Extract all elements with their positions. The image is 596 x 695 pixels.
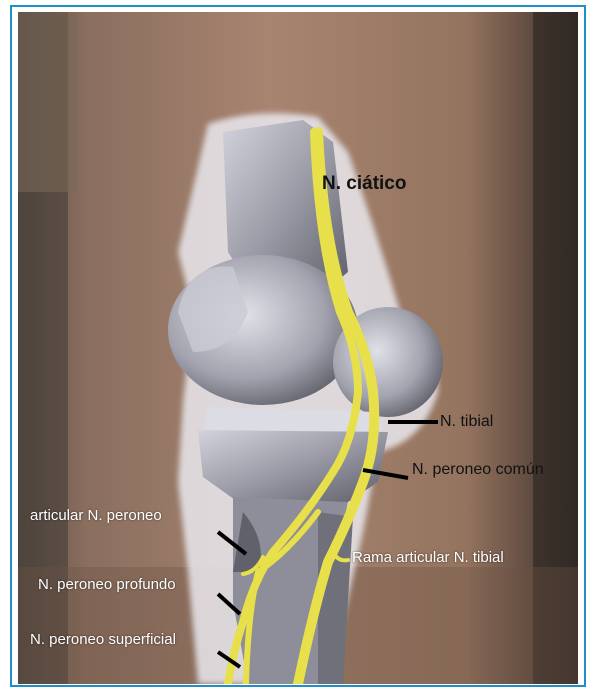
wall-top-left — [18, 12, 78, 192]
label-sciatic-nerve: N. ciático — [322, 174, 406, 193]
label-tibial-nerve: N. tibial — [440, 414, 493, 430]
label-articular-tibial-branch: Rama articular N. tibial — [352, 550, 504, 565]
label-superficial-peroneal: N. peroneo superficial — [30, 632, 176, 647]
label-common-peroneal-nerve: N. peroneo común — [412, 462, 544, 478]
label-articular-peroneal: articular N. peroneo — [30, 508, 162, 523]
label-deep-peroneal: N. peroneo profundo — [38, 577, 176, 592]
